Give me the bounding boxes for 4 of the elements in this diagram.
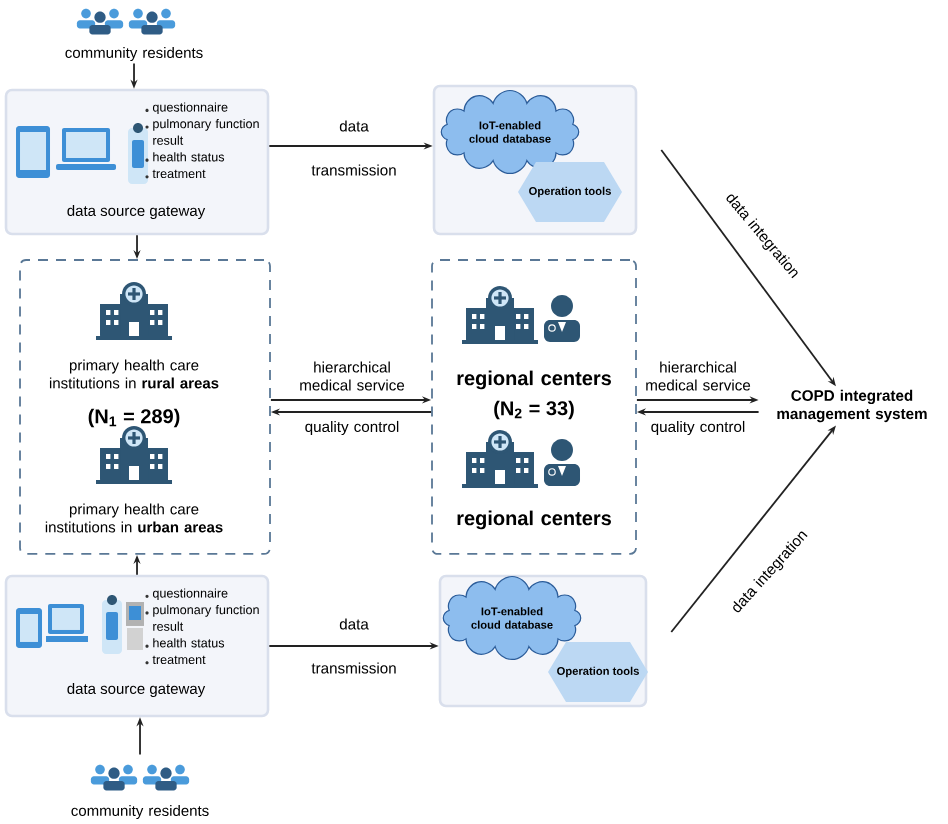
count-label: (N$_{2}$ = 33) <box>494 400 574 420</box>
heading: regional centers <box>457 370 611 390</box>
count-label: (N$_{1}$ = 289) <box>88 408 180 428</box>
heading: regional centers <box>457 510 611 530</box>
